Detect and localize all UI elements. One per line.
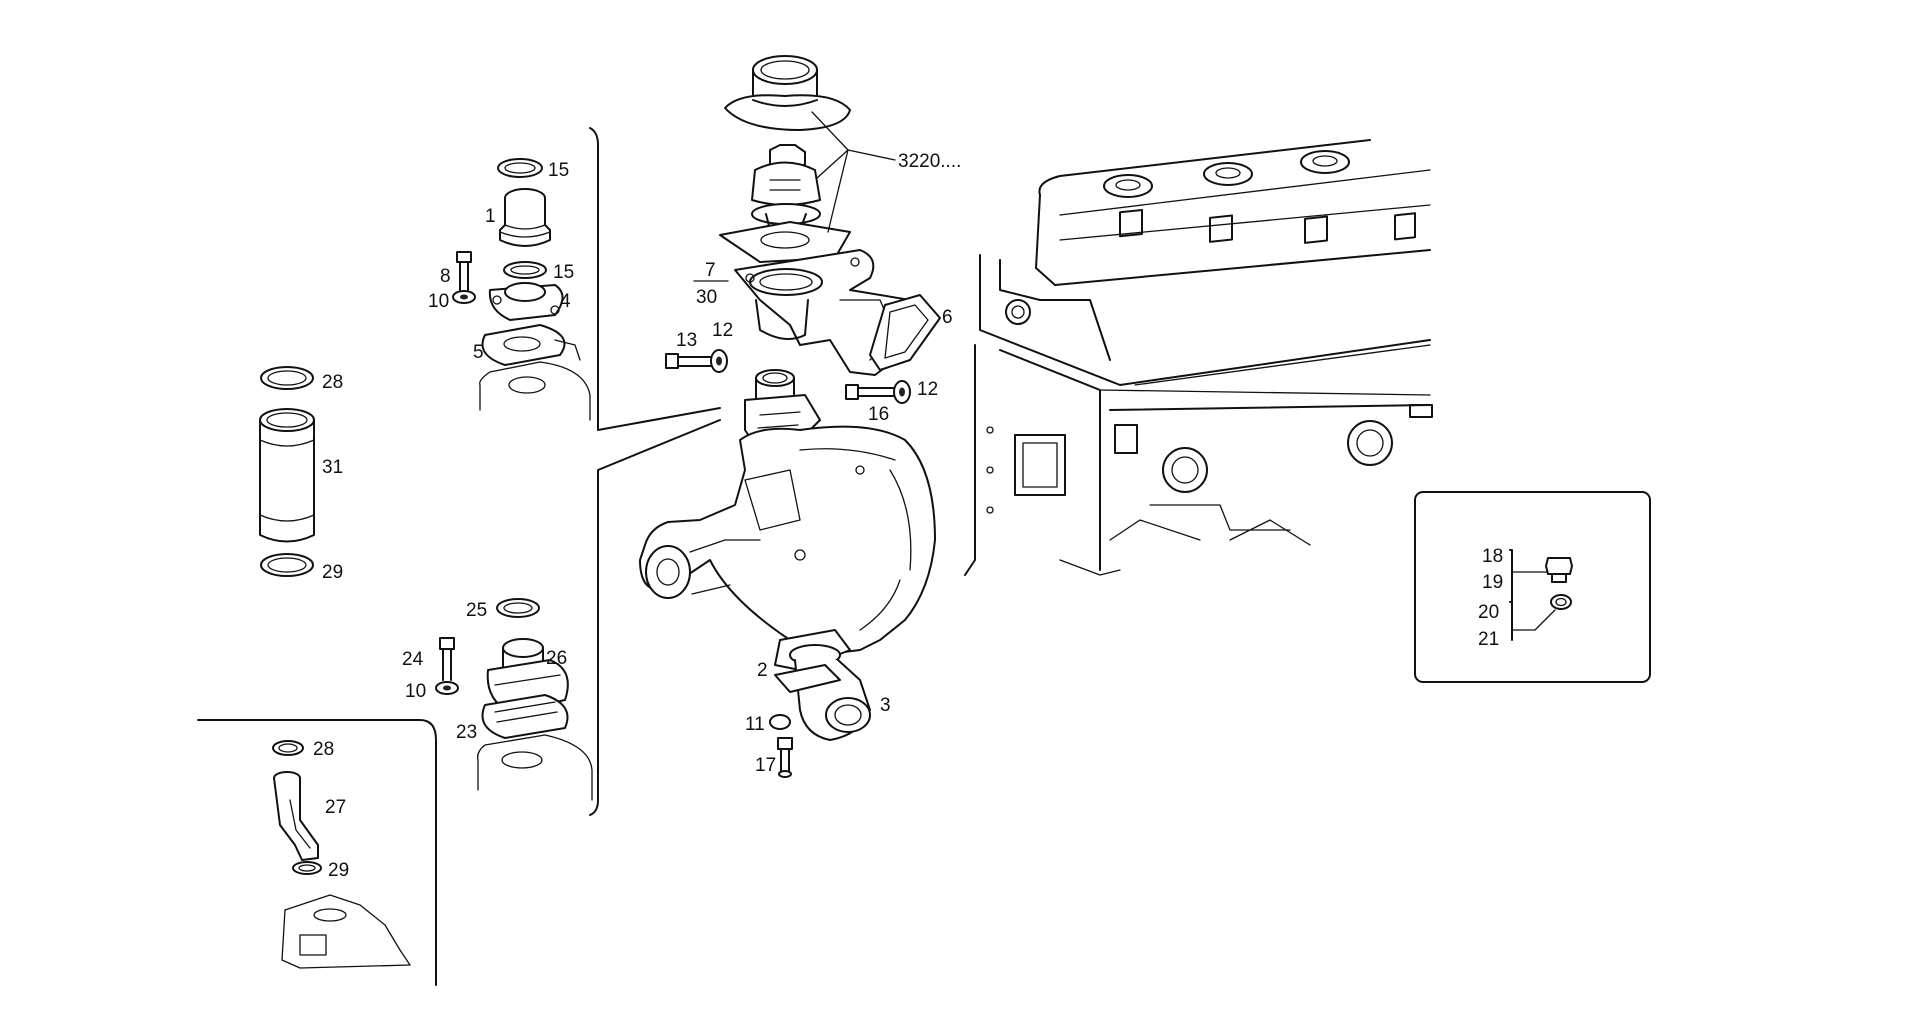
callout-13: 13	[676, 330, 697, 351]
callout-12b: 12	[917, 379, 938, 400]
callout-4: 4	[560, 291, 571, 312]
callout-19: 19	[1482, 572, 1503, 593]
callout-21: 21	[1478, 629, 1499, 650]
callout-23: 23	[456, 722, 477, 743]
callout-15b: 15	[553, 262, 574, 283]
callout-27: 27	[325, 797, 346, 818]
callout-15a: 15	[548, 160, 569, 181]
callout-31: 31	[322, 457, 343, 478]
callout-26: 26	[546, 648, 567, 669]
callout-1: 1	[485, 206, 496, 227]
callout-12a: 12	[712, 320, 733, 341]
upper-left-group	[452, 127, 721, 816]
callout-2: 2	[757, 660, 768, 681]
thermostat-housing-assembly	[665, 55, 941, 404]
callout-10a: 10	[428, 291, 449, 312]
callout-labels: 3220.... 15 1 8 15 10 4 5 28 31 29 7 30 …	[313, 151, 1503, 881]
callout-30: 30	[696, 287, 717, 308]
callout-7: 7	[705, 260, 716, 281]
callout-28b: 28	[313, 739, 334, 760]
callout-20: 20	[1478, 602, 1499, 623]
callout-5: 5	[473, 342, 484, 363]
assembly-ref-label: 3220....	[898, 151, 961, 172]
callout-24: 24	[402, 649, 424, 670]
callout-29b: 29	[328, 860, 349, 881]
ref-leader	[847, 149, 896, 161]
inset-panel	[197, 719, 437, 986]
callout-10b: 10	[405, 681, 426, 702]
callout-18: 18	[1482, 546, 1503, 567]
callout-28a: 28	[322, 372, 343, 393]
callout-6: 6	[942, 307, 953, 328]
callout-11: 11	[745, 714, 765, 735]
coolant-sleeve	[259, 366, 315, 577]
callout-3: 3	[880, 695, 891, 716]
callout-29a: 29	[322, 562, 343, 583]
callout-16: 16	[868, 404, 889, 425]
lower-left-group	[435, 598, 593, 801]
callout-25: 25	[466, 600, 487, 621]
water-pump	[639, 377, 936, 778]
callout-8: 8	[440, 266, 451, 287]
engine-block	[964, 139, 1433, 576]
drain-plug-inset	[1414, 491, 1651, 683]
callout-17: 17	[755, 755, 776, 776]
